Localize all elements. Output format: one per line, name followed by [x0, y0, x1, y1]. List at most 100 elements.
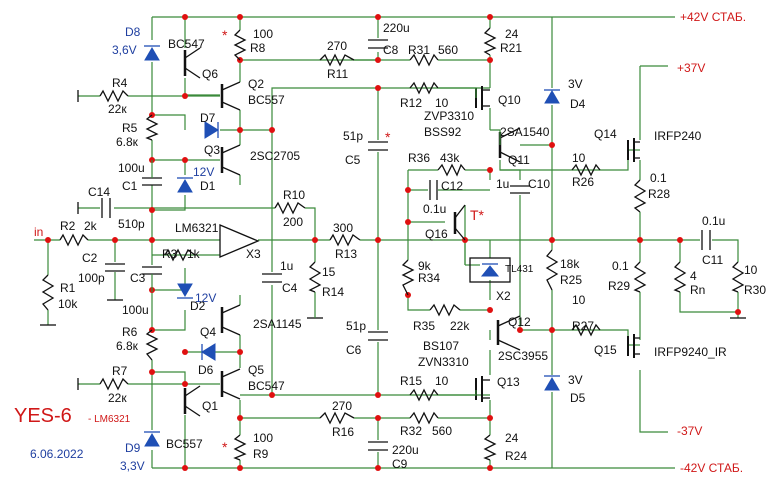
ref-q14: Q14	[594, 127, 617, 141]
type-q12b: ZVN3310	[418, 355, 469, 369]
val-d8: 3,6V	[112, 43, 137, 57]
star-mark-r8: *	[222, 27, 228, 43]
val-c8: 220u	[383, 21, 410, 35]
val-c11: 0.1u	[702, 214, 725, 228]
type-q2: BC557	[248, 93, 285, 107]
ref-r32: R32	[400, 424, 422, 438]
ref-r8: R8	[250, 41, 266, 55]
ref-q4: Q4	[200, 325, 216, 339]
ref-c6: C6	[346, 343, 362, 357]
ref-x2: X2	[496, 289, 511, 303]
ref-r21: R21	[500, 41, 522, 55]
ref-q6: Q6	[202, 67, 218, 81]
ref-c10: C10	[528, 177, 550, 191]
ref-r2: R2	[60, 219, 76, 233]
ref-q5: Q5	[248, 363, 264, 377]
ref-d5: D5	[570, 391, 586, 405]
ref-q3: Q3	[204, 143, 220, 157]
ref-r4: R4	[112, 76, 128, 90]
val-r10: 200	[283, 215, 303, 229]
rail-neg-out-label: -37V	[677, 424, 702, 438]
val-r25: 18k	[560, 257, 580, 271]
type-q15: IRFP9240_IR	[654, 345, 727, 359]
val-r1: 10k	[58, 297, 78, 311]
val-r6: 6.8к	[116, 339, 139, 353]
val-r15: 10	[435, 374, 449, 388]
ref-r9: R9	[253, 447, 269, 461]
labels: +42V СТАБ. -42V СТАБ. +37V -37V in YES-6…	[14, 10, 766, 475]
val-r24: 24	[505, 431, 519, 445]
val-c14: 510p	[118, 217, 145, 231]
ref-c9: C9	[392, 457, 408, 471]
capacitors	[101, 39, 711, 451]
val-c6: 51p	[346, 319, 366, 333]
type-q1: BC557	[166, 437, 203, 451]
ref-r25: R25	[560, 273, 582, 287]
rail-pos-stab-label: +42V СТАБ.	[680, 10, 746, 24]
ref-q12: Q12	[508, 315, 531, 329]
val-r29: 0.1	[612, 259, 629, 273]
type-q3: 2SC2705	[250, 149, 300, 163]
val-r9: 100	[253, 431, 273, 445]
val-r26: 10	[572, 151, 586, 165]
type-q12a: BS107	[423, 339, 459, 353]
val-d2: 12V	[195, 291, 216, 305]
val-r7: 22к	[108, 391, 127, 405]
ref-r7: R7	[112, 364, 128, 378]
title-main: YES-6	[14, 405, 72, 427]
ref-r27: R27	[572, 319, 594, 333]
ref-c1: C1	[122, 179, 138, 193]
ref-r30: R30	[744, 283, 766, 297]
val-d5: 3V	[568, 373, 583, 387]
ref-d4: D4	[570, 97, 586, 111]
ref-x3: X3	[246, 247, 261, 261]
val-r27: 10	[572, 293, 586, 307]
ref-r36: R36	[408, 151, 430, 165]
val-r32: 560	[432, 424, 452, 438]
val-r4: 22к	[108, 102, 127, 116]
val-r14: 15	[322, 265, 336, 279]
ref-r31: R31	[408, 43, 430, 57]
val-r21: 24	[505, 27, 519, 41]
ref-d2: D2	[190, 299, 206, 313]
op-amp-x3	[219, 224, 260, 258]
ref-r14: R14	[322, 285, 344, 299]
ref-d9: D9	[125, 441, 141, 455]
val-d1: 12V	[193, 165, 214, 179]
val-c5: 51p	[343, 129, 363, 143]
type-q14: IRFP240	[654, 129, 702, 143]
ref-q13: Q13	[497, 375, 520, 389]
ref-c4: C4	[282, 281, 298, 295]
ref-q2: Q2	[248, 77, 264, 91]
ref-r13: R13	[335, 247, 357, 261]
val-r34: 9k	[418, 259, 432, 273]
val-c1: 100u	[118, 161, 145, 175]
ref-c3: C3	[130, 271, 146, 285]
val-r2: 2k	[84, 219, 98, 233]
ref-r15: R15	[400, 374, 422, 388]
val-r5: 6.8к	[116, 135, 139, 149]
ref-r3: R3	[162, 247, 178, 261]
type-q6: BC547	[168, 37, 205, 51]
ref-q1: Q1	[202, 399, 218, 413]
ref-r29: R29	[608, 279, 630, 293]
star-mark-c5: *	[385, 129, 391, 145]
wiring	[34, 16, 739, 469]
grounds	[40, 90, 746, 390]
title-date: 6.06.2022	[30, 447, 84, 461]
ref-d1: D1	[200, 179, 216, 193]
ref-tstar: T*	[470, 207, 485, 223]
rail-neg-stab-label: -42V СТАБ.	[680, 461, 743, 475]
ref-q15: Q15	[594, 343, 617, 357]
type-q10b: BSS92	[424, 125, 462, 139]
val-r30: 10	[744, 263, 758, 277]
ref-d6: D6	[198, 363, 214, 377]
ref-r5: R5	[122, 121, 138, 135]
resistors	[41, 27, 745, 461]
ref-r12: R12	[400, 96, 422, 110]
type-u1: LM6321	[175, 221, 219, 235]
val-r16: 270	[332, 399, 352, 413]
ref-rn: Rn	[690, 283, 705, 297]
type-tl431: TL431	[505, 264, 534, 275]
